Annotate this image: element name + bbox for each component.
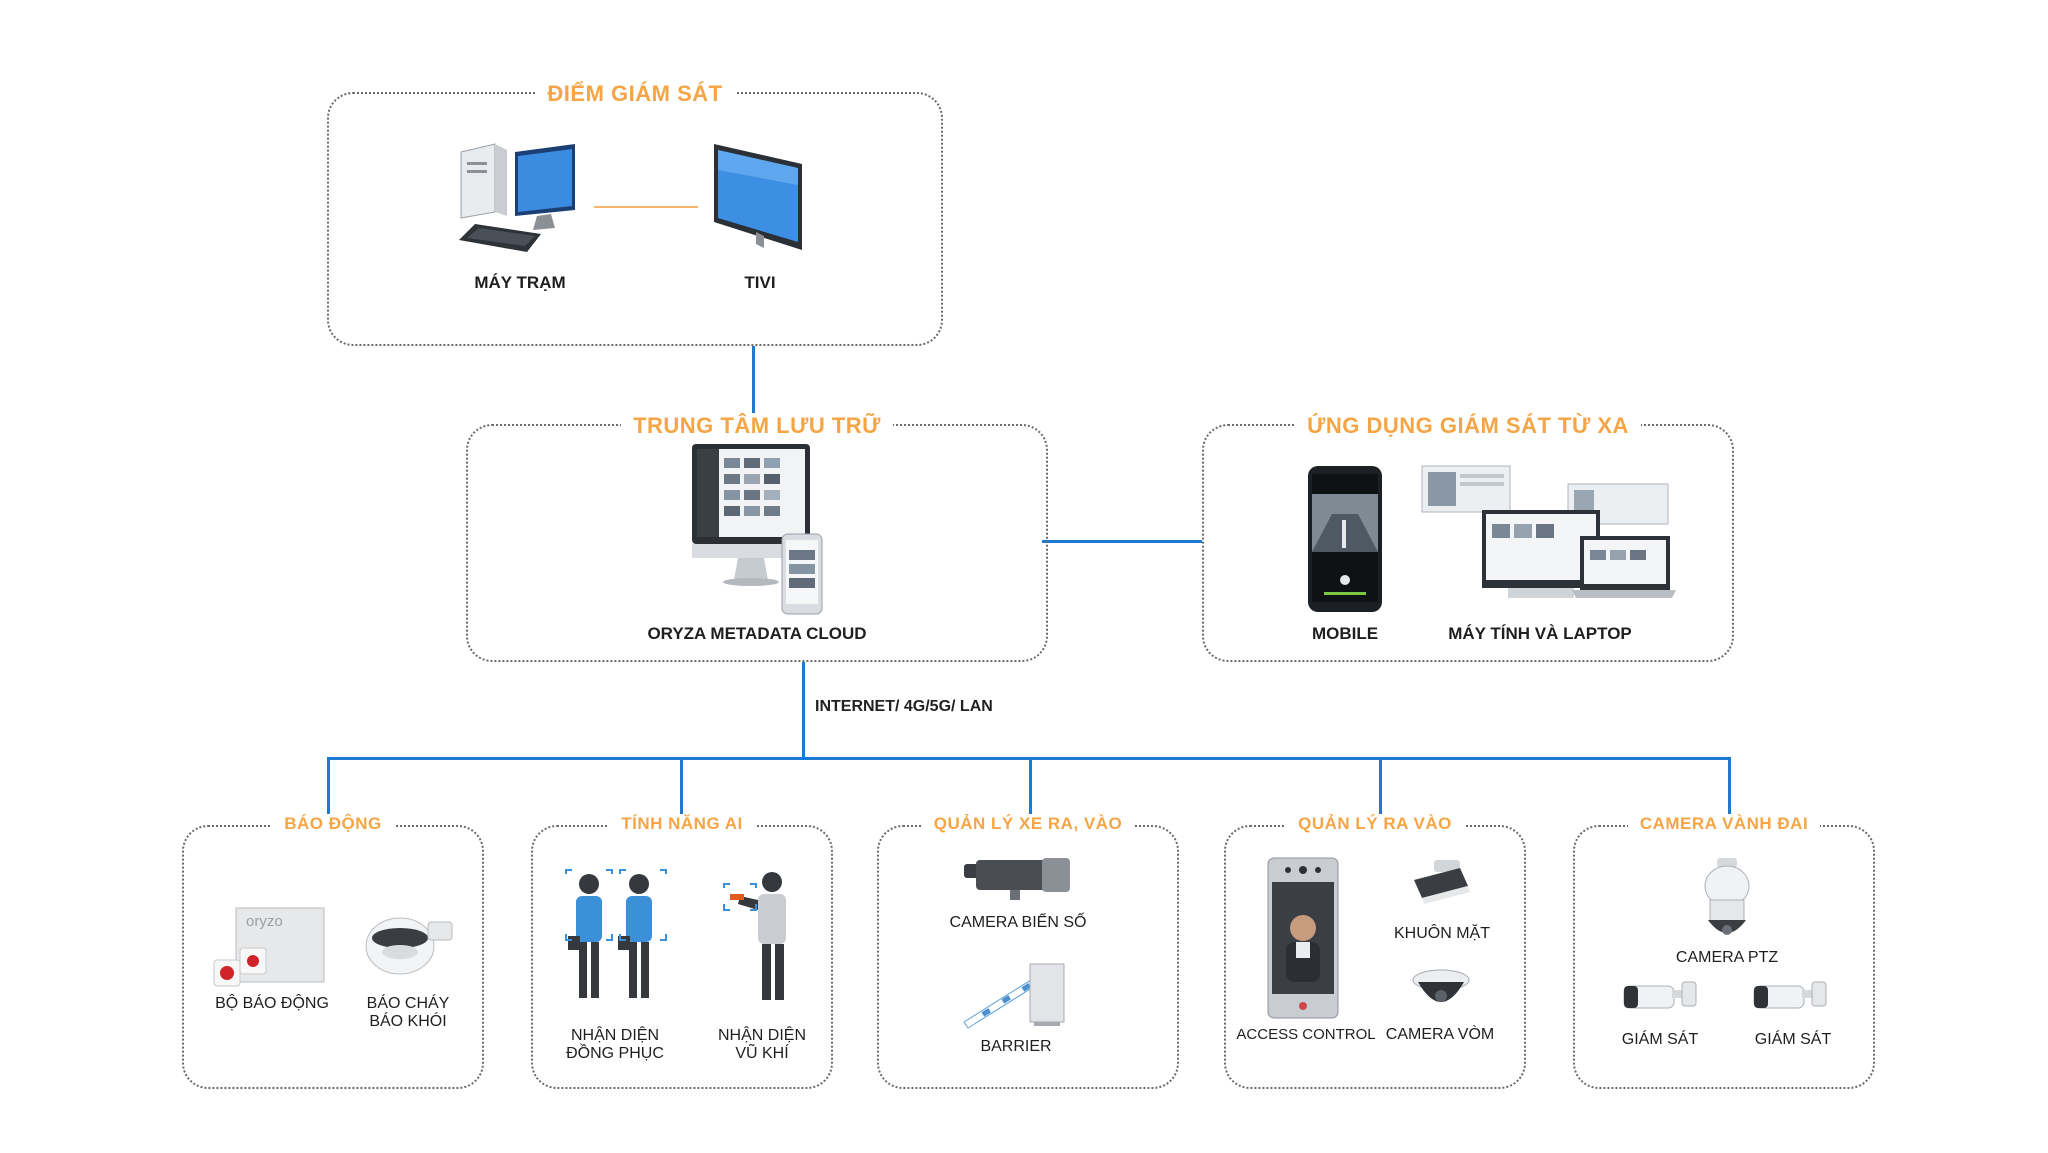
connector-to-alarm <box>327 757 330 825</box>
computer-laptop-icon <box>1421 465 1676 598</box>
tv-icon <box>714 144 802 250</box>
monitor-camera-1-icon <box>1623 981 1697 1009</box>
fire-smoke-label-line1: BÁO CHÁY <box>366 995 450 1012</box>
barrier-icon <box>963 963 1065 1029</box>
monitor-camera-1-label: GIÁM SÁT <box>1621 1031 1699 1048</box>
pc-laptop-label: MÁY TÍNH VÀ LAPTOP <box>1448 624 1632 643</box>
cloud-label: ORYZA METADATA CLOUD <box>647 624 867 643</box>
ptz-camera-icon <box>1704 858 1750 935</box>
access-control-label: ACCESS CONTROL <box>1236 1026 1376 1043</box>
uniform-label-line1: NHẬN DIỆN <box>570 1027 660 1044</box>
connector-to-ai <box>680 757 683 825</box>
connector-storage-to-network <box>802 662 805 758</box>
alarm-kit-brand: oryzo <box>246 913 283 930</box>
alarm-title: BÁO ĐỘNG <box>272 814 394 833</box>
connector-to-vehicle <box>1029 757 1032 825</box>
weapon-label-line2: VŨ KHÍ <box>735 1045 789 1062</box>
vehicle-management-title: QUẢN LÝ XE RA, VÀO <box>921 814 1135 833</box>
connector-monitoring-to-storage <box>752 346 755 422</box>
workstation-icon <box>459 143 575 252</box>
connector-to-perimeter <box>1728 757 1731 825</box>
mobile-label: MOBILE <box>1311 624 1379 643</box>
mobile-icon <box>1308 466 1382 612</box>
monitor-camera-2-icon <box>1753 981 1827 1009</box>
plate-camera-label: CAMERA BIỂN SỐ <box>949 914 1087 931</box>
face-recognition-camera-icon <box>1414 860 1470 904</box>
cloud-dashboard-icon <box>692 444 823 615</box>
plate-camera-icon <box>964 858 1070 900</box>
storage-center-title: TRUNG TÂM LƯU TRỮ <box>621 413 893 438</box>
perimeter-cameras-title: CAMERA VÀNH ĐAI <box>1627 814 1821 833</box>
uniform-label-line2: ĐỒNG PHỤC <box>566 1045 664 1062</box>
remote-app-title: ỨNG DỤNG GIÁM SÁT TỪ XA <box>1295 413 1641 438</box>
smoke-detector-icon <box>365 917 453 975</box>
monitoring-point-title: ĐIỂM GIÁM SÁT <box>535 81 735 106</box>
weapon-label-line1: NHẬN DIỆN <box>717 1027 807 1044</box>
tv-label: TIVI <box>744 273 776 292</box>
access-management-title: QUẢN LÝ RA VÀO <box>1286 814 1464 833</box>
barrier-label: BARRIER <box>980 1038 1052 1055</box>
access-control-terminal-icon <box>1267 857 1339 1019</box>
workstation-label: MÁY TRẠM <box>474 273 566 292</box>
uniform-detection-icon <box>565 869 667 998</box>
connector-to-access <box>1379 757 1382 825</box>
monitoring-point-box: ĐIỂM GIÁM SÁT <box>327 81 943 346</box>
connector-storage-to-remote <box>1042 540 1202 543</box>
monitor-camera-2-label: GIÁM SÁT <box>1754 1031 1832 1048</box>
ptz-camera-label: CAMERA PTZ <box>1675 949 1779 966</box>
workstation-tv-link <box>594 206 698 208</box>
weapon-detection-icon <box>723 872 786 1000</box>
fire-smoke-label-line2: BÁO KHÓI <box>369 1013 447 1030</box>
network-label: INTERNET/ 4G/5G/ LAN <box>815 698 993 715</box>
alarm-kit-label: BỘ BÁO ĐỘNG <box>215 995 329 1012</box>
face-label: KHUÔN MẶT <box>1394 925 1490 942</box>
dome-camera-icon <box>1412 969 1470 1002</box>
dome-camera-label: CAMERA VÒM <box>1385 1026 1495 1043</box>
alarm-kit-icon: oryzo <box>213 907 325 987</box>
